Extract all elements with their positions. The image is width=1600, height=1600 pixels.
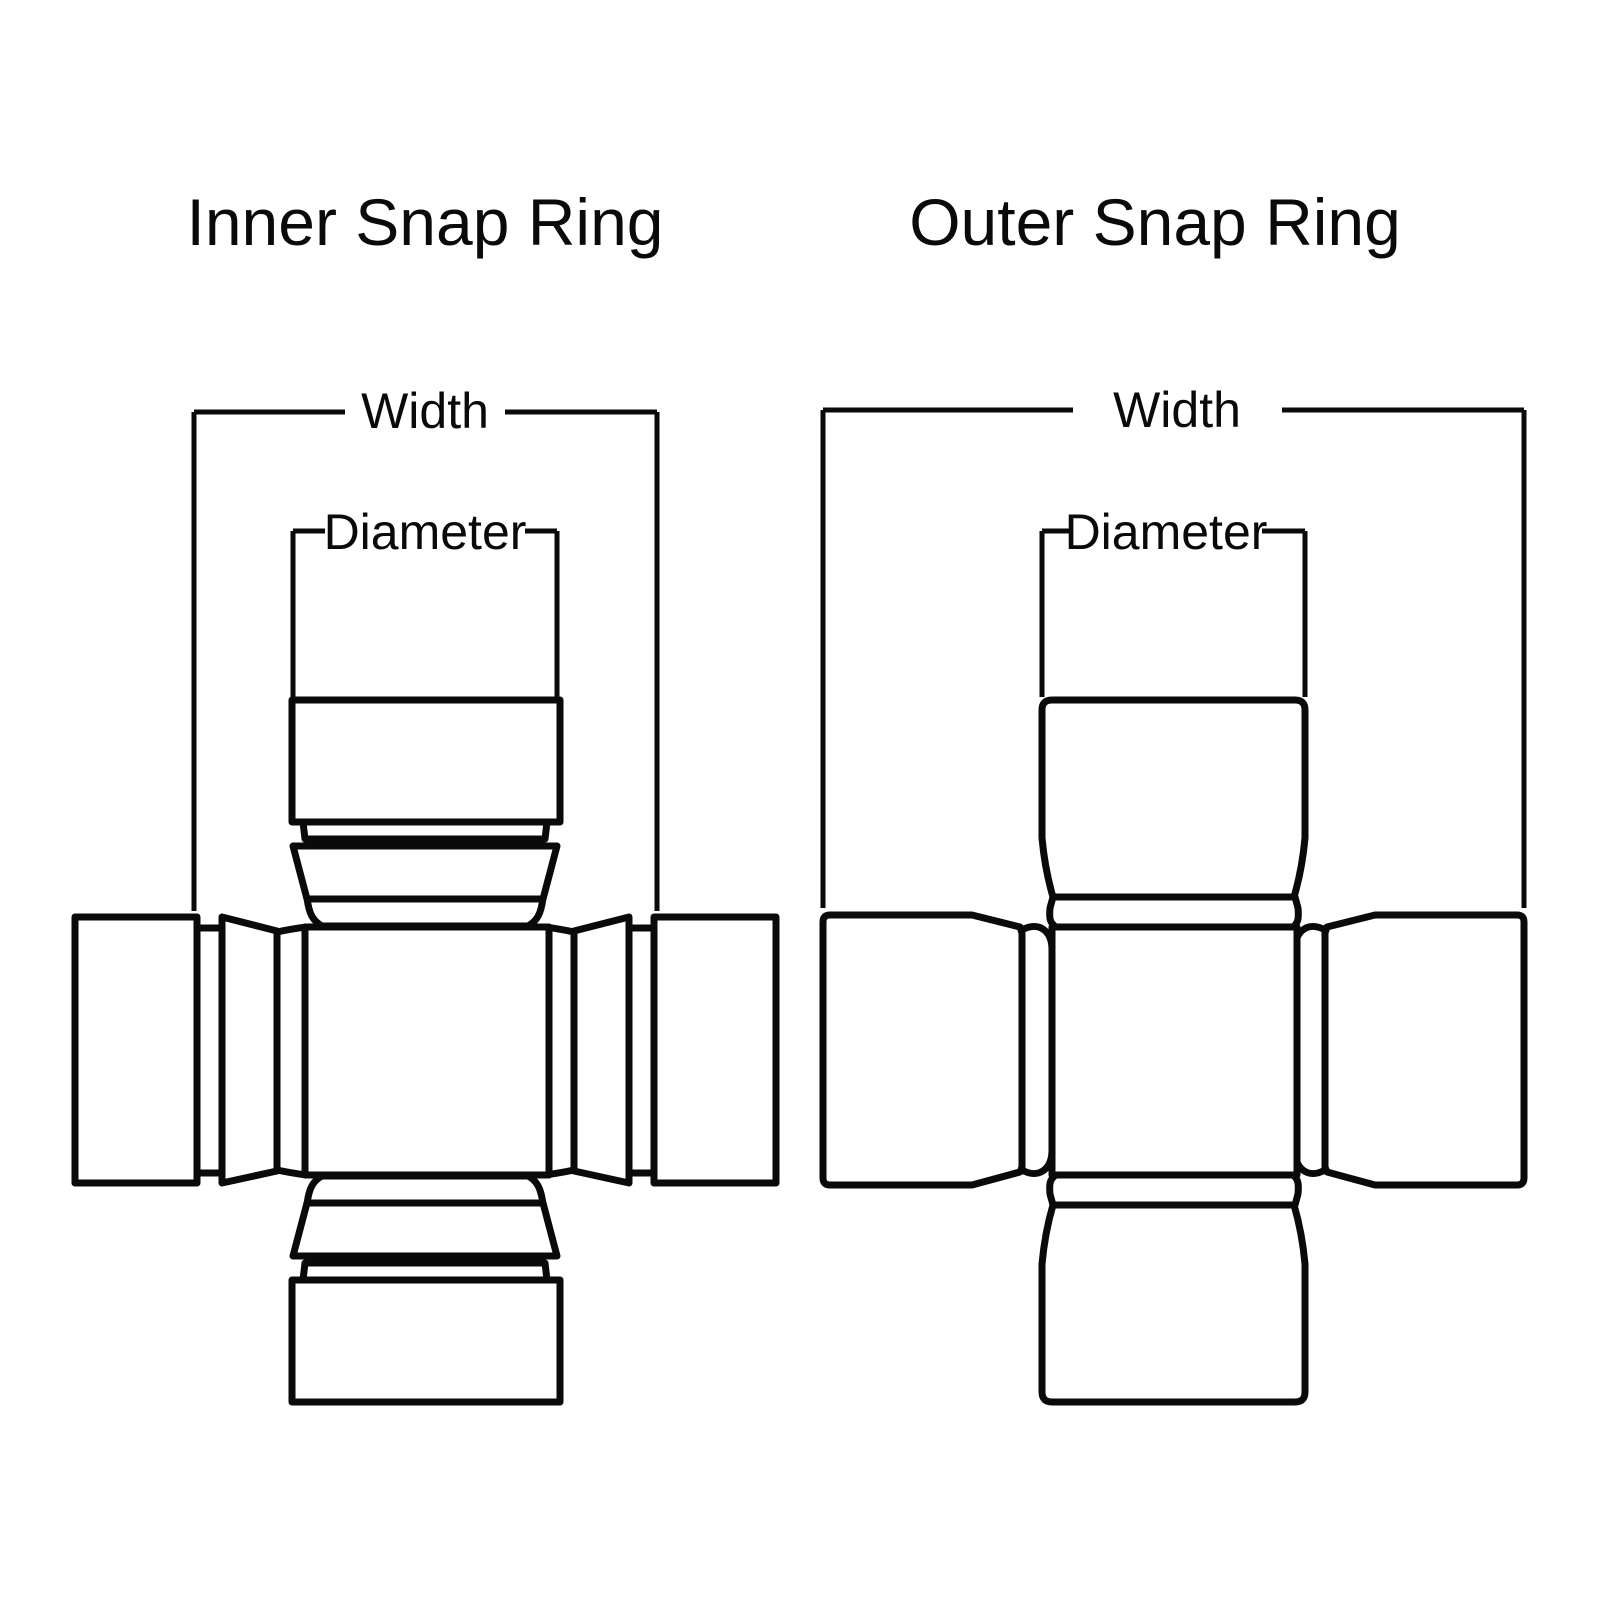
inner-width-dimension-label: Width [361, 383, 489, 439]
inner-right-cap-body [650, 913, 780, 1187]
inner-bottom-bearing-cap [288, 1172, 564, 1406]
outer-left-cap-body [819, 911, 1026, 1189]
outer-snap-ring-diagram: Outer Snap Ring Width Diameter [819, 185, 1528, 1406]
inner-left-neck-fillets [273, 923, 310, 1179]
outer-width-dimension-bracket [820, 407, 1527, 908]
outer-left-bearing-cap [819, 911, 1056, 1189]
outer-right-bearing-cap [1291, 911, 1528, 1189]
inner-diameter-dimension-label: Diameter [324, 504, 527, 560]
outer-top-bearing-cap [1038, 696, 1309, 931]
outer-left-cap-seal-skirt [1018, 923, 1056, 1177]
outer-bottom-bearing-cap [1038, 1171, 1309, 1406]
inner-right-neck-fillets [541, 923, 578, 1179]
inner-left-cap-body [71, 913, 201, 1187]
outer-diameter-dimension-bracket [1039, 528, 1308, 697]
inner-diagram-title: Inner Snap Ring [187, 185, 664, 259]
inner-right-cap-groove-band [625, 924, 658, 1177]
inner-top-cap-snap-ring-lip [289, 842, 561, 903]
inner-right-bearing-cap [570, 913, 780, 1187]
inner-top-bearing-cap [288, 696, 564, 930]
inner-left-cap-groove-band [193, 924, 226, 1177]
inner-right-cap-snap-ring-lip [570, 913, 633, 1187]
inner-left-cap-snap-ring-lip [218, 913, 281, 1187]
inner-bottom-cap-body [288, 1276, 564, 1406]
outer-diagram-title: Outer Snap Ring [909, 185, 1401, 259]
outer-diameter-dimension-label: Diameter [1065, 504, 1268, 560]
inner-top-cap-body [288, 696, 564, 826]
inner-left-bearing-cap [71, 913, 281, 1187]
outer-width-dimension-label: Width [1113, 382, 1241, 438]
outer-bottom-cap-seal-skirt [1046, 1171, 1302, 1209]
inner-width-dimension-bracket [191, 409, 660, 911]
inner-bottom-cap-snap-ring-lip [289, 1199, 561, 1260]
inner-snap-ring-diagram: Inner Snap Ring Width Diameter [71, 185, 780, 1406]
outer-top-cap-seal-skirt [1046, 893, 1302, 931]
outer-right-cap-body [1321, 911, 1528, 1189]
outer-cross-body [1048, 923, 1301, 1179]
inner-diameter-dimension-bracket [290, 528, 560, 697]
inner-cross-body [301, 923, 553, 1179]
outer-bottom-cap-body [1038, 1201, 1309, 1406]
outer-top-cap-body [1038, 696, 1309, 901]
